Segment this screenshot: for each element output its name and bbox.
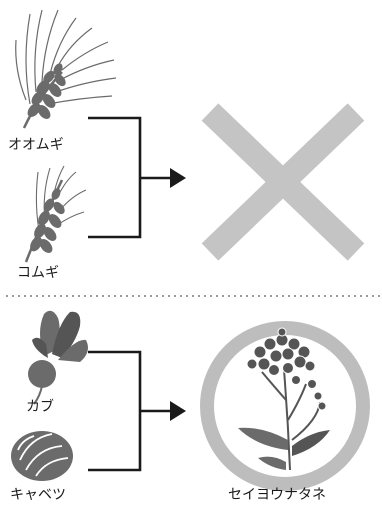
wheat-icon	[24, 165, 87, 263]
turnip-icon	[28, 310, 88, 405]
top-bracket	[88, 116, 172, 239]
cross-icon	[201, 103, 365, 261]
rapeseed-flower-icon	[238, 327, 330, 471]
rapeseed-label: セイヨウナタネ	[228, 487, 326, 503]
barley-label: オオムギ	[8, 137, 64, 153]
result-ring	[200, 321, 370, 491]
top-arrow-head	[170, 168, 186, 188]
turnip-label: カブ	[26, 399, 54, 415]
bottom-arrow-head	[170, 401, 186, 421]
bottom-bracket	[88, 350, 172, 472]
wheat-label: コムギ	[17, 265, 59, 281]
barley-icon	[15, 9, 117, 129]
cabbage-icon	[11, 431, 73, 481]
cabbage-label: キャベツ	[10, 487, 66, 503]
